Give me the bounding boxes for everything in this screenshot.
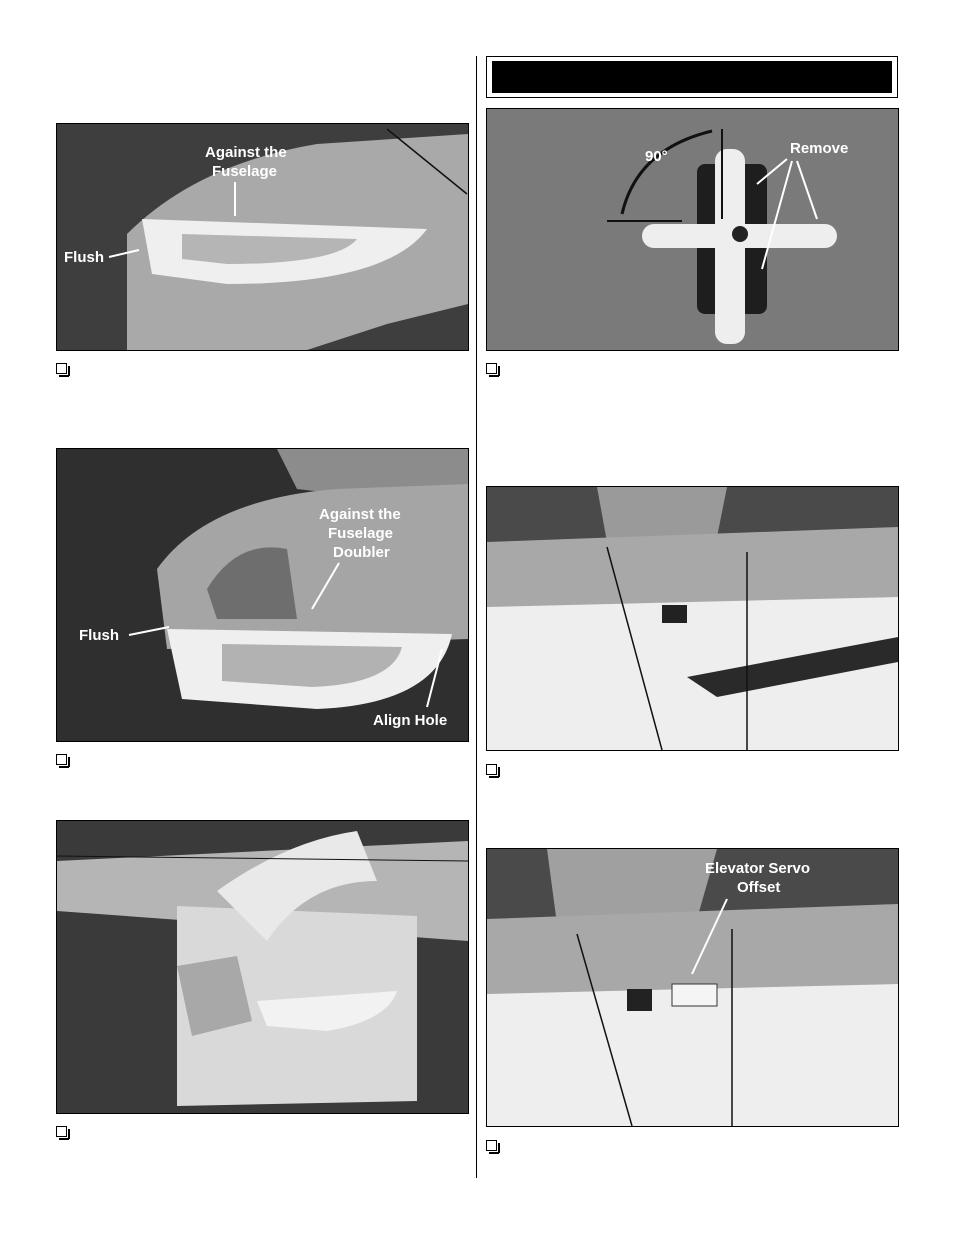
photo-elevator-servo-offset: Elevator Servo Offset [486,848,899,1127]
callout-90-degrees: 90° [645,148,668,165]
step-checkbox-6[interactable] [486,1140,500,1154]
callout-against-the: Against the [205,144,287,161]
section-header [486,56,898,98]
step-checkbox-4[interactable] [486,363,500,377]
callout-align-hole: Align Hole [373,712,447,729]
step-checkbox-5[interactable] [486,764,500,778]
callout-flush: Flush [64,249,104,266]
column-divider [476,56,477,1178]
callout-flush-2: Flush [79,627,119,644]
callout-fuselage: Fuselage [212,163,277,180]
section-header-bar [492,61,892,93]
photo-fuselage-servo-install [486,486,899,751]
step-checkbox-1[interactable] [56,363,70,377]
callout-against-the-2: Against the [319,506,401,523]
photo-servo-arm-90: 90° Remove [486,108,899,351]
step-checkbox-2[interactable] [56,754,70,768]
callout-offset: Offset [737,879,780,896]
callout-doubler: Doubler [333,544,390,561]
step-checkbox-3[interactable] [56,1126,70,1140]
callout-fuselage-2: Fuselage [328,525,393,542]
photo-stab-mount-flush: Against the Fuselage Flush [56,123,469,351]
callout-elevator-servo: Elevator Servo [705,860,810,877]
photo-firewall-assembly [56,820,469,1114]
callout-remove: Remove [790,140,848,157]
photo-stab-doubler-align: Against the Fuselage Doubler Flush Align… [56,448,469,742]
